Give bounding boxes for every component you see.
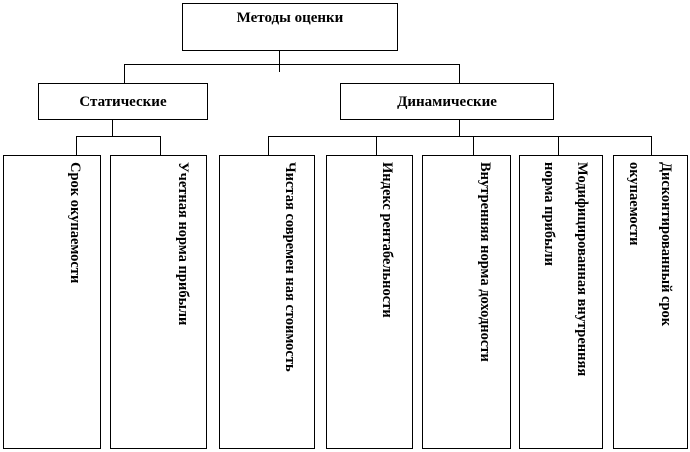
root-label: Методы оценки (237, 10, 344, 26)
method-label-line1: Дисконтированный срок (658, 162, 674, 327)
method-mirr: Модифицированная внутренняя норма прибыл… (519, 155, 603, 449)
method-label-line1: Модифицированная внутренняя (574, 162, 590, 376)
method-label: Чистая современ ная стоимость (282, 162, 298, 372)
root-node: Методы оценки (182, 3, 398, 51)
group-static-label: Статические (79, 94, 167, 110)
group-dynamic: Динамические (340, 83, 554, 120)
method-irr: Внутренняя норма доходности (422, 155, 511, 449)
method-accounting-rate-of-return: Учетная норма прибыли (110, 155, 207, 449)
method-label: Индекс рентабельности (379, 162, 395, 318)
method-npv: Чистая современ ная стоимость (219, 155, 315, 449)
method-profitability-index: Индекс рентабельности (326, 155, 413, 449)
method-label-line2: норма прибыли (541, 162, 557, 266)
group-static: Статические (38, 83, 208, 120)
method-payback-period: Срок окупаемости (3, 155, 101, 449)
method-label: Срок окупаемости (67, 162, 83, 283)
method-discounted-payback: Дисконтированный срок окупаемости (613, 155, 688, 449)
method-label: Внутренняя норма доходности (477, 162, 493, 362)
connectors (76, 51, 652, 162)
method-label-line2: окупаемости (626, 162, 642, 246)
method-label: Учетная норма прибыли (175, 162, 191, 325)
group-dynamic-label: Динамические (397, 94, 497, 110)
